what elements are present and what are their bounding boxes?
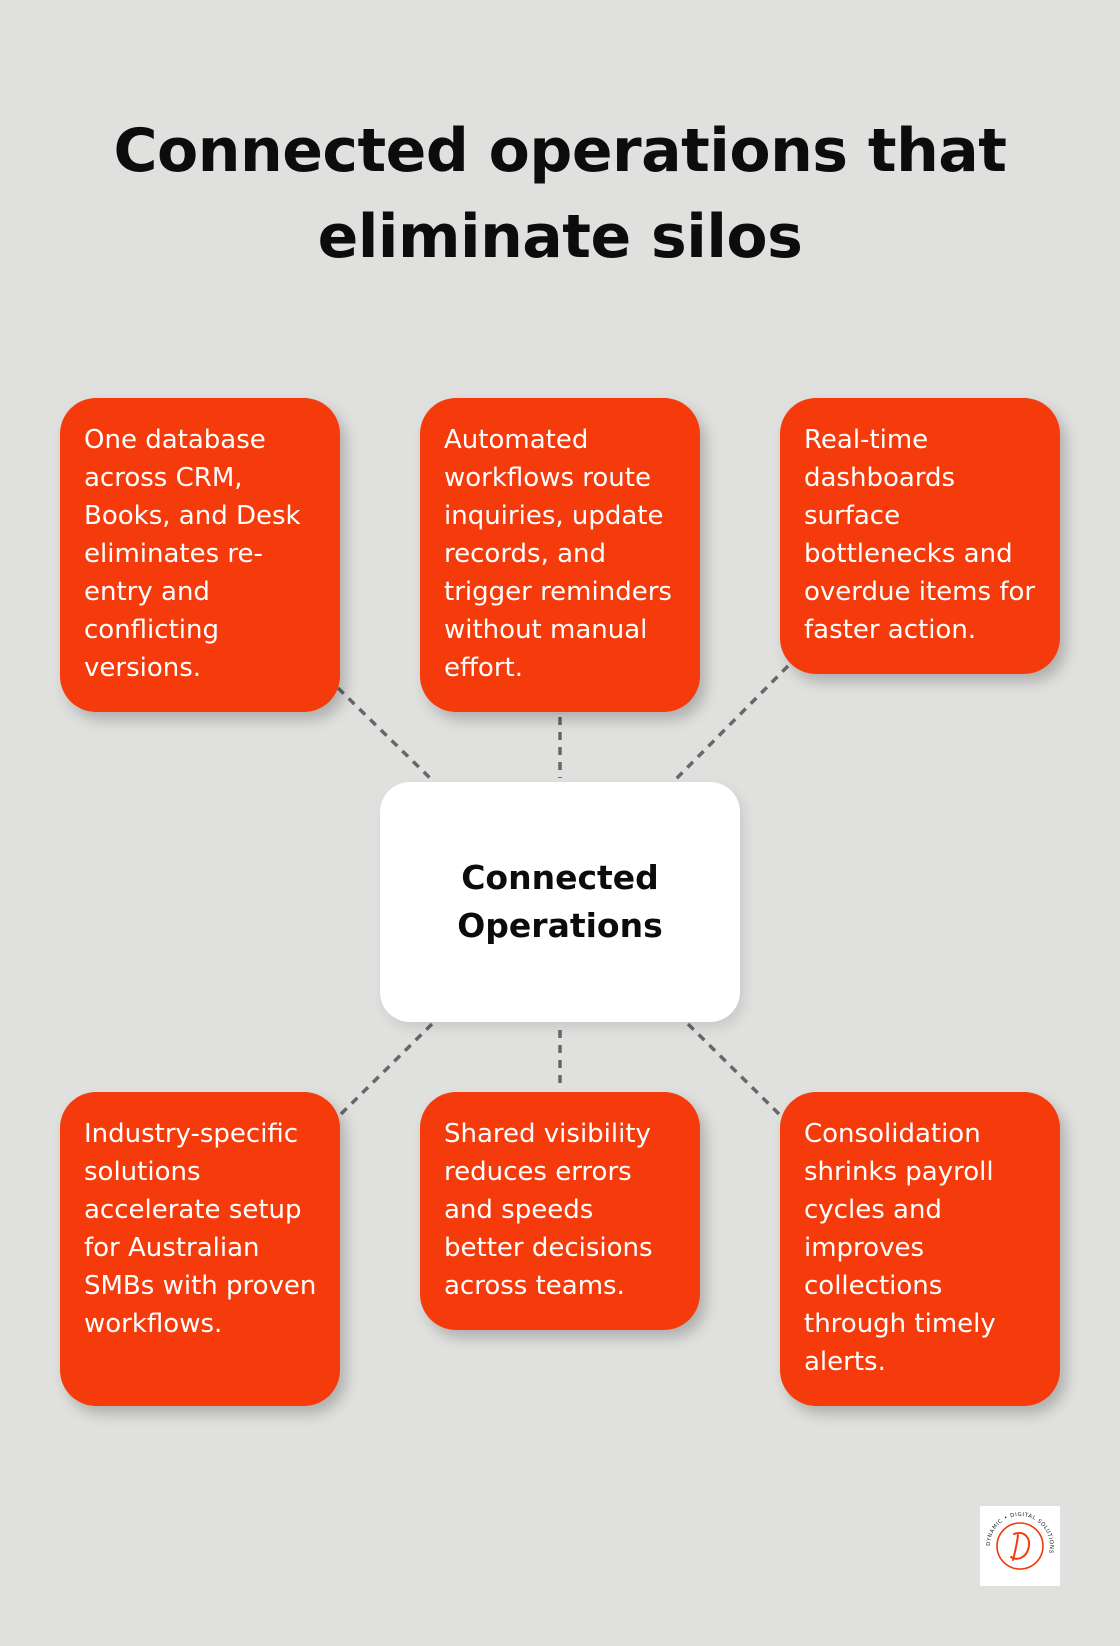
card-text: Automated workflows route inquiries, upd…: [444, 425, 672, 683]
center-node: Connected Operations: [380, 782, 740, 1022]
connector-bottom-left: [336, 1022, 434, 1119]
connector-top-left: [336, 686, 434, 782]
connector-bottom-right: [686, 1022, 784, 1119]
card-one-database: One database across CRM, Books, and Desk…: [60, 398, 340, 712]
card-text: Real-time dashboards surface bottlenecks…: [804, 425, 1036, 645]
brand-logo: DYNAMIC • DIGITAL SOLUTIONS: [980, 1506, 1060, 1586]
page-title: Connected operations that eliminate silo…: [113, 116, 1007, 272]
card-text: Consolidation shrinks payroll cycles and…: [804, 1119, 996, 1377]
connector-top-right: [673, 664, 790, 782]
card-shared-visibility: Shared visibility reduces errors and spe…: [420, 1092, 700, 1330]
card-text: Shared visibility reduces errors and spe…: [444, 1119, 653, 1301]
dynamic-digital-solutions-logo-icon: DYNAMIC • DIGITAL SOLUTIONS: [986, 1512, 1053, 1570]
card-consolidation: Consolidation shrinks payroll cycles and…: [780, 1092, 1060, 1406]
card-real-time-dashboards: Real-time dashboards surface bottlenecks…: [780, 398, 1060, 674]
card-automated-workflows: Automated workflows route inquiries, upd…: [420, 398, 700, 712]
center-label: Connected Operations: [457, 858, 663, 945]
card-text: Industry-specific solutions accelerate s…: [84, 1119, 317, 1339]
card-industry-specific: Industry-specific solutions accelerate s…: [60, 1092, 340, 1406]
card-text: One database across CRM, Books, and Desk…: [84, 425, 301, 683]
